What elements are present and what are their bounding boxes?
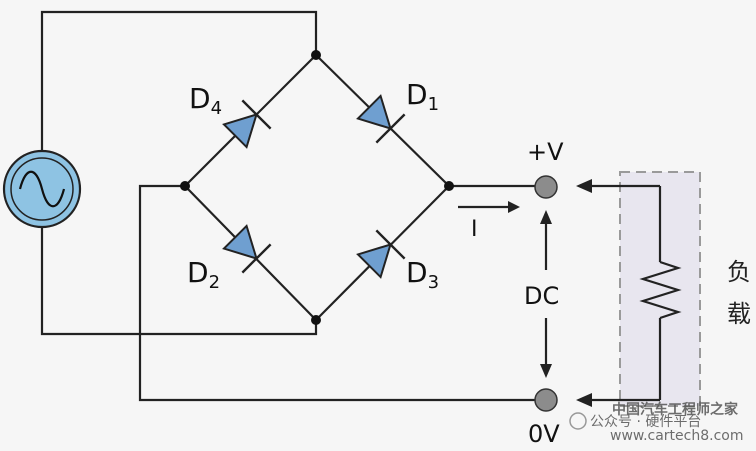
- junction-bottom: [311, 315, 321, 325]
- ac-source-icon: [2, 149, 82, 229]
- plus-v-label: +V: [527, 138, 564, 166]
- diode-d1: [356, 94, 406, 144]
- current-label: I: [471, 217, 478, 242]
- load-label-line1: 负: [727, 258, 751, 286]
- junction-top: [311, 50, 321, 60]
- wechat-icon: [569, 412, 587, 430]
- label-d3: D3: [406, 256, 439, 293]
- load-resistor-icon: [639, 260, 682, 320]
- diode-d3: [356, 229, 406, 279]
- load-label-line2: 载: [727, 300, 751, 328]
- dc-label: DC: [524, 282, 559, 310]
- junction-right: [444, 181, 454, 191]
- zero-v-label: 0V: [528, 420, 560, 448]
- dc-arrow-up-icon: [540, 210, 552, 224]
- current-arrowhead-icon: [508, 201, 520, 213]
- diode-d2: [222, 224, 272, 274]
- label-d4: D4: [189, 82, 222, 119]
- load-plus-arrow-icon: [576, 179, 592, 193]
- watermark-url: www.cartech8.com: [610, 428, 743, 444]
- junction-left: [180, 181, 190, 191]
- terminal-zero: [534, 388, 558, 412]
- label-d2: D2: [187, 256, 220, 293]
- dc-arrow-down-icon: [540, 364, 552, 378]
- terminal-plus: [534, 175, 558, 199]
- ground-return-wire: [138, 184, 545, 402]
- load-zero-arrow-icon: [576, 393, 592, 407]
- source-bottom-wire: [40, 228, 318, 336]
- label-d1: D1: [406, 78, 439, 115]
- watermark: 公众号 · 硬件平台 中国汽车工程师之家 www.cartech8.com: [569, 401, 743, 444]
- source-top-wire: [40, 10, 318, 150]
- diode-d4: [222, 99, 272, 149]
- watermark-site: 中国汽车工程师之家: [612, 401, 739, 418]
- watermark-wechat: 公众号 · 硬件平台: [590, 414, 701, 430]
